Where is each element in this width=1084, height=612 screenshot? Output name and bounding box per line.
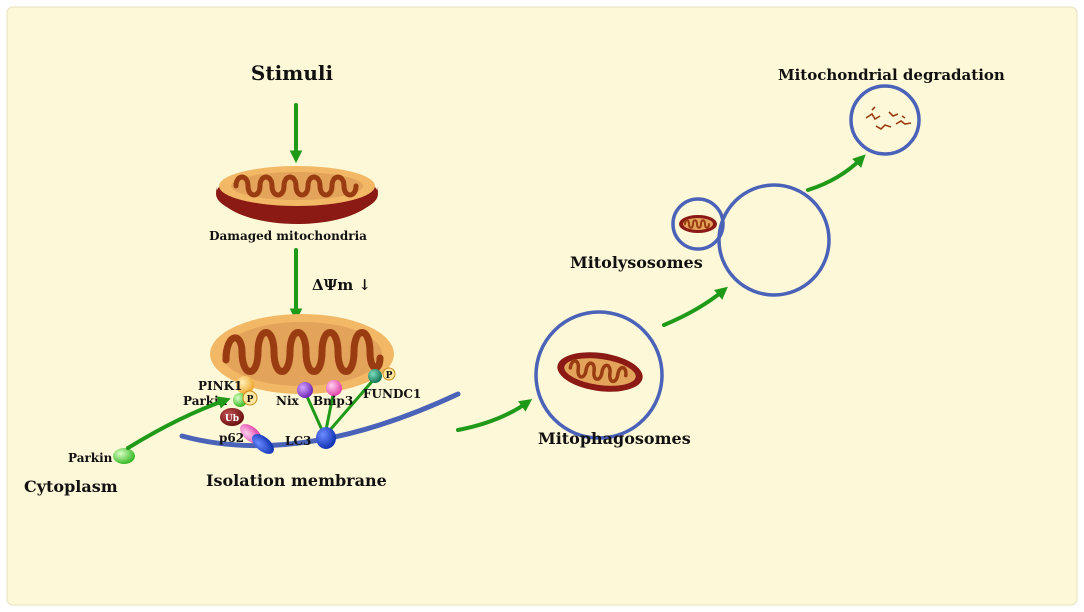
label-lc3: LC3 bbox=[285, 434, 311, 448]
label-fundc1: FUNDC1 bbox=[363, 387, 421, 401]
label-cytoplasm: Cytoplasm bbox=[24, 477, 118, 496]
bnip3-protein bbox=[326, 380, 342, 396]
label-bnip3: Bnip3 bbox=[313, 394, 353, 408]
mitophagosome-mitochondrion bbox=[557, 352, 643, 392]
damaged-mitochondrion bbox=[216, 166, 378, 224]
phospho-parkin-badge bbox=[242, 390, 258, 406]
mitolysosome-mitochondrion bbox=[679, 215, 717, 233]
arrow-to-mitolysosome bbox=[662, 286, 728, 327]
label-damaged-mitochondria: Damaged mitochondria bbox=[209, 229, 367, 243]
degradation-circle bbox=[849, 84, 921, 156]
lc3-protein bbox=[316, 427, 336, 449]
arrow-parkin-recruitment bbox=[126, 396, 231, 450]
phospho-fundc1-label: P bbox=[386, 371, 393, 381]
small-mitolysosome-circle bbox=[671, 197, 725, 251]
label-stimuli: Stimuli bbox=[251, 61, 334, 85]
pink1-protein bbox=[236, 376, 254, 394]
lc3-p62-protein bbox=[252, 434, 274, 454]
label-p62: p62 bbox=[219, 431, 244, 445]
arrow-to-mitophagosome bbox=[456, 399, 533, 432]
mitochondrion-with-receptors bbox=[210, 314, 394, 394]
label-nix: Nix bbox=[276, 394, 300, 408]
phospho-parkin-label: P bbox=[247, 395, 254, 405]
parkin-free-protein bbox=[113, 448, 135, 464]
phospho-fundc1-badge bbox=[382, 367, 396, 381]
fundc1-protein bbox=[368, 369, 382, 383]
label-pink1: PINK1 bbox=[198, 379, 242, 393]
receptor-links bbox=[303, 377, 377, 431]
degraded-fragments bbox=[865, 106, 912, 131]
ubiquitin-protein bbox=[220, 408, 244, 426]
isolation-membrane-arc bbox=[179, 391, 461, 449]
arrow-to-degradation bbox=[806, 154, 866, 192]
mitophagosome-circle bbox=[534, 310, 664, 440]
nix-protein bbox=[297, 382, 313, 398]
label-mitophagosomes: Mitophagosomes bbox=[538, 429, 691, 448]
label-mitochondrial-degradation: Mitochondrial degradation bbox=[778, 66, 1005, 84]
label-mitolysosomes: Mitolysosomes bbox=[570, 253, 703, 272]
label-membrane-potential: ΔΨm ↓ bbox=[312, 276, 371, 294]
label-ub: Ub bbox=[225, 414, 239, 424]
label-parkin-free: Parkin bbox=[68, 451, 113, 465]
diagram-background bbox=[6, 6, 1078, 606]
label-isolation-membrane: Isolation membrane bbox=[206, 471, 387, 490]
